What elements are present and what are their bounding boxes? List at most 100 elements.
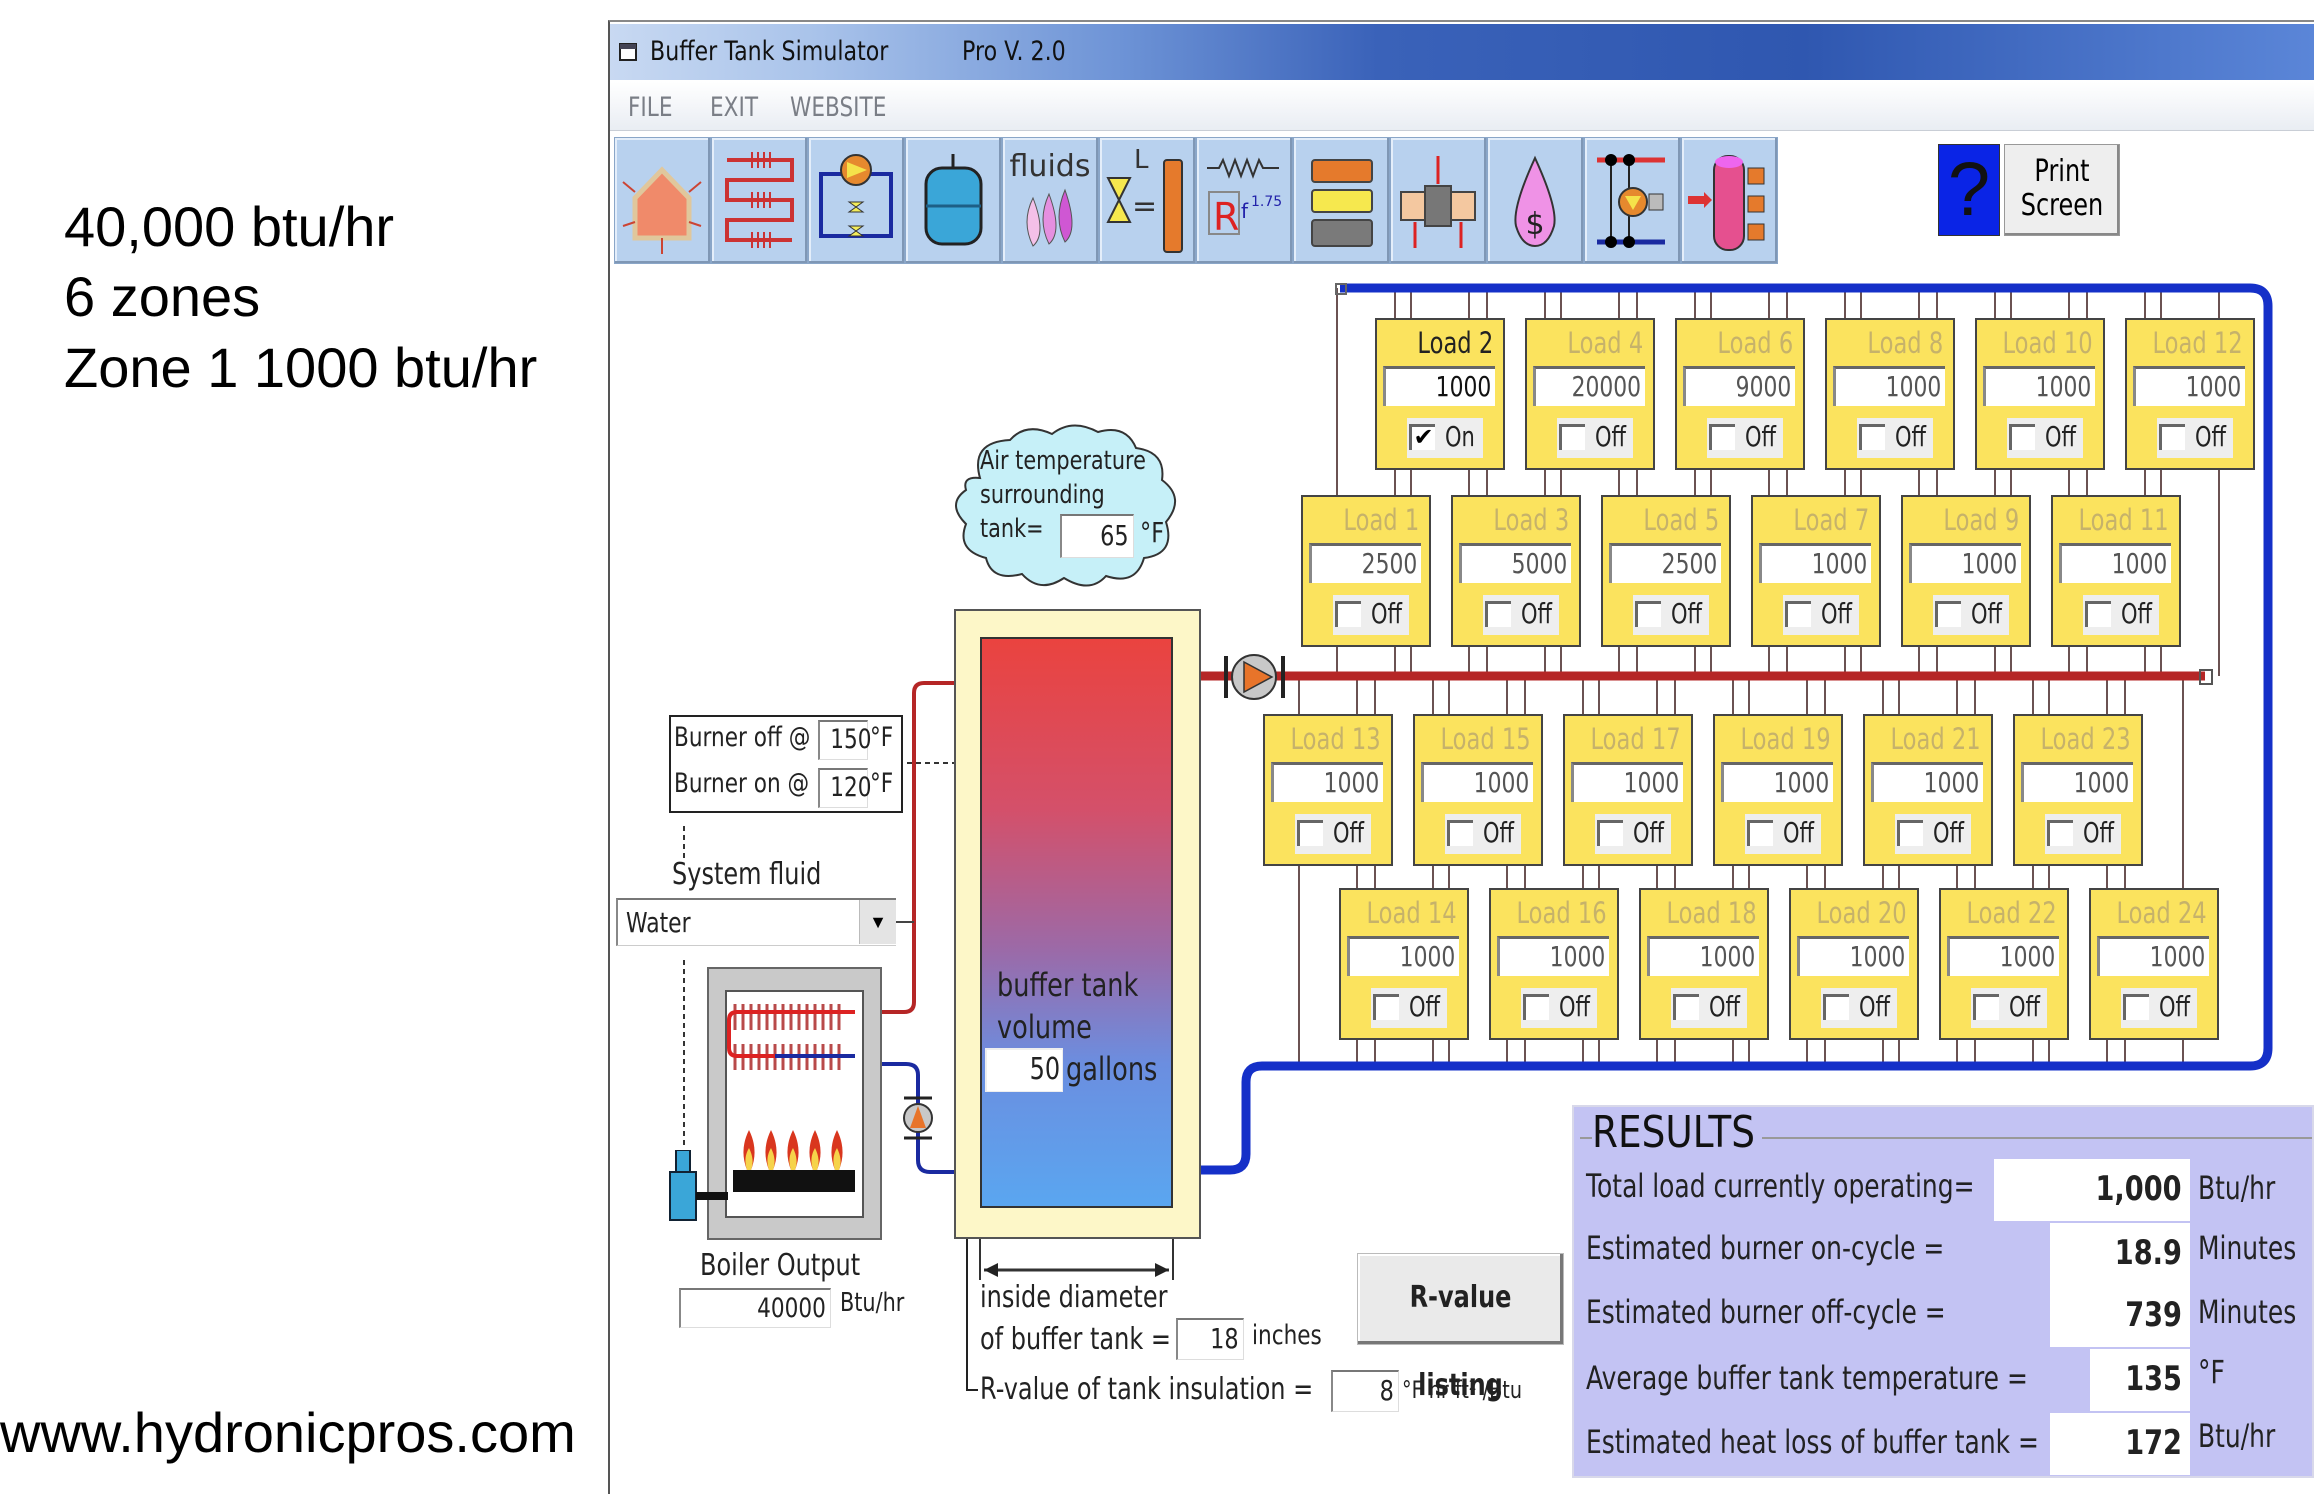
toolbar-fluids-button[interactable]: fluids xyxy=(1002,137,1099,264)
load-toggle[interactable]: Off xyxy=(1821,988,1897,1028)
menu-website[interactable]: WEBSITE xyxy=(790,92,887,123)
load-toggle[interactable]: Off xyxy=(1745,814,1821,854)
load-toggle[interactable]: Off xyxy=(1371,988,1447,1028)
load-toggle[interactable]: ✔On xyxy=(1407,418,1483,458)
load-btu-input[interactable]: 1000 xyxy=(1271,762,1383,802)
load-checkbox[interactable] xyxy=(1897,820,1923,846)
boiler-output-input[interactable]: 40000 xyxy=(679,1288,831,1328)
load-toggle[interactable]: Off xyxy=(1557,418,1633,458)
load-checkbox[interactable] xyxy=(1935,601,1961,627)
load-toggle[interactable]: Off xyxy=(1445,814,1521,854)
load-btu-input[interactable]: 1000 xyxy=(2021,762,2133,802)
print-screen-button[interactable]: Print Screen xyxy=(2004,144,2120,236)
load-btu-input[interactable]: 1000 xyxy=(1983,366,2095,406)
load-checkbox[interactable] xyxy=(2123,994,2149,1020)
load-toggle[interactable]: Off xyxy=(1971,988,2047,1028)
load-checkbox[interactable] xyxy=(1973,994,1999,1020)
load-toggle[interactable]: Off xyxy=(2121,988,2197,1028)
load-btu-input[interactable]: 1000 xyxy=(1759,543,1871,583)
toolbar-radiant-button[interactable] xyxy=(711,137,808,264)
load-checkbox[interactable] xyxy=(1673,994,1699,1020)
load-btu-input[interactable]: 1000 xyxy=(1797,936,1909,976)
load-btu-input[interactable]: 1000 xyxy=(2059,543,2171,583)
toolbar-pump-circuit-button[interactable] xyxy=(808,137,905,264)
load-checkbox[interactable] xyxy=(1747,820,1773,846)
menu-file[interactable]: FILE xyxy=(628,92,673,123)
load-btu-input[interactable]: 1000 xyxy=(1497,936,1609,976)
load-btu-input[interactable]: 1000 xyxy=(1833,366,1945,406)
load-checkbox[interactable] xyxy=(1785,601,1811,627)
load-checkbox[interactable] xyxy=(1597,820,1623,846)
load-toggle[interactable]: Off xyxy=(1933,595,2009,635)
load-toggle[interactable]: Off xyxy=(1295,814,1371,854)
load-checkbox[interactable] xyxy=(1559,424,1585,450)
help-button[interactable]: ? xyxy=(1938,144,2000,236)
load-btu-input[interactable]: 5000 xyxy=(1459,543,1571,583)
load-toggle[interactable]: Off xyxy=(1671,988,1747,1028)
toolbar-buffer-tank-button[interactable] xyxy=(1681,137,1778,264)
load-btu-input[interactable]: 1000 xyxy=(2133,366,2245,406)
load-btu-input[interactable]: 1000 xyxy=(1571,762,1683,802)
load-checkbox[interactable] xyxy=(1859,424,1885,450)
toolbar-pipe-heat-loss-button[interactable] xyxy=(1390,137,1487,264)
load-btu-input[interactable]: 1000 xyxy=(1909,543,2021,583)
load-toggle[interactable]: Off xyxy=(1333,595,1409,635)
load-btu-input[interactable]: 1000 xyxy=(1871,762,1983,802)
chevron-down-icon[interactable]: ▼ xyxy=(859,900,896,944)
load-btu-input[interactable]: 2500 xyxy=(1609,543,1721,583)
load-toggle[interactable]: Off xyxy=(1783,595,1859,635)
toolbar-piping-diagram-button[interactable] xyxy=(1584,137,1681,264)
load-toggle[interactable]: Off xyxy=(1707,418,1783,458)
load-toggle[interactable]: Off xyxy=(2007,418,2083,458)
load-checkbox[interactable] xyxy=(1823,994,1849,1020)
load-checkbox[interactable]: ✔ xyxy=(1409,424,1435,450)
load-btu-input[interactable]: 9000 xyxy=(1683,366,1795,406)
air-temp-input[interactable]: 65 xyxy=(1060,514,1134,558)
load-toggle[interactable]: Off xyxy=(1633,595,1709,635)
toolbar-cost-button[interactable]: $ xyxy=(1487,137,1584,264)
load-btu-input[interactable]: 1000 xyxy=(1947,936,2059,976)
load-btu-input[interactable]: 1000 xyxy=(1647,936,1759,976)
svg-text:R: R xyxy=(1213,195,1239,239)
load-btu-input[interactable]: 1000 xyxy=(1383,366,1495,406)
load-btu-input[interactable]: 1000 xyxy=(1421,762,1533,802)
rvalue-input[interactable]: 8 xyxy=(1331,1370,1399,1412)
load-btu-input[interactable]: 1000 xyxy=(2097,936,2209,976)
burner-off-input[interactable]: 150 xyxy=(818,720,872,760)
load-btu-input[interactable]: 2500 xyxy=(1309,543,1421,583)
toolbar-equiv-length-button[interactable]: L= xyxy=(1099,137,1196,264)
load-checkbox[interactable] xyxy=(2009,424,2035,450)
load-checkbox[interactable] xyxy=(1523,994,1549,1020)
load-checkbox[interactable] xyxy=(2085,601,2111,627)
load-checkbox[interactable] xyxy=(2159,424,2185,450)
load-checkbox[interactable] xyxy=(1297,820,1323,846)
load-btu-input[interactable]: 1000 xyxy=(1347,936,1459,976)
load-toggle[interactable]: Off xyxy=(1595,814,1671,854)
load-toggle[interactable]: Off xyxy=(1521,988,1597,1028)
tank-diameter-input[interactable]: 18 xyxy=(1176,1318,1244,1360)
rvalue-listing-button[interactable]: R-value listing xyxy=(1357,1253,1564,1403)
load-checkbox[interactable] xyxy=(2047,820,2073,846)
toolbar-expansion-tank-button[interactable] xyxy=(905,137,1002,264)
load-checkbox[interactable] xyxy=(1335,601,1361,627)
load-checkbox[interactable] xyxy=(1485,601,1511,627)
load-toggle[interactable]: Off xyxy=(1895,814,1971,854)
load-checkbox[interactable] xyxy=(1447,820,1473,846)
load-toggle[interactable]: Off xyxy=(1483,595,1559,635)
load-toggle[interactable]: Off xyxy=(2083,595,2159,635)
menu-exit[interactable]: EXIT xyxy=(710,92,759,123)
load-btu-input[interactable]: 20000 xyxy=(1533,366,1645,406)
toolbar-heat-loss-button[interactable] xyxy=(614,137,711,264)
load-checkbox[interactable] xyxy=(1635,601,1661,627)
load-toggle[interactable]: Off xyxy=(2045,814,2121,854)
system-fluid-select[interactable]: Water ▼ xyxy=(616,898,896,946)
load-checkbox[interactable] xyxy=(1709,424,1735,450)
load-checkbox[interactable] xyxy=(1373,994,1399,1020)
tank-volume-input[interactable]: 50 xyxy=(985,1048,1063,1092)
load-toggle[interactable]: Off xyxy=(2157,418,2233,458)
load-btu-input[interactable]: 1000 xyxy=(1721,762,1833,802)
load-toggle[interactable]: Off xyxy=(1857,418,1933,458)
burner-on-input[interactable]: 120 xyxy=(818,768,872,808)
toolbar-pipe-sizes-button[interactable] xyxy=(1293,137,1390,264)
